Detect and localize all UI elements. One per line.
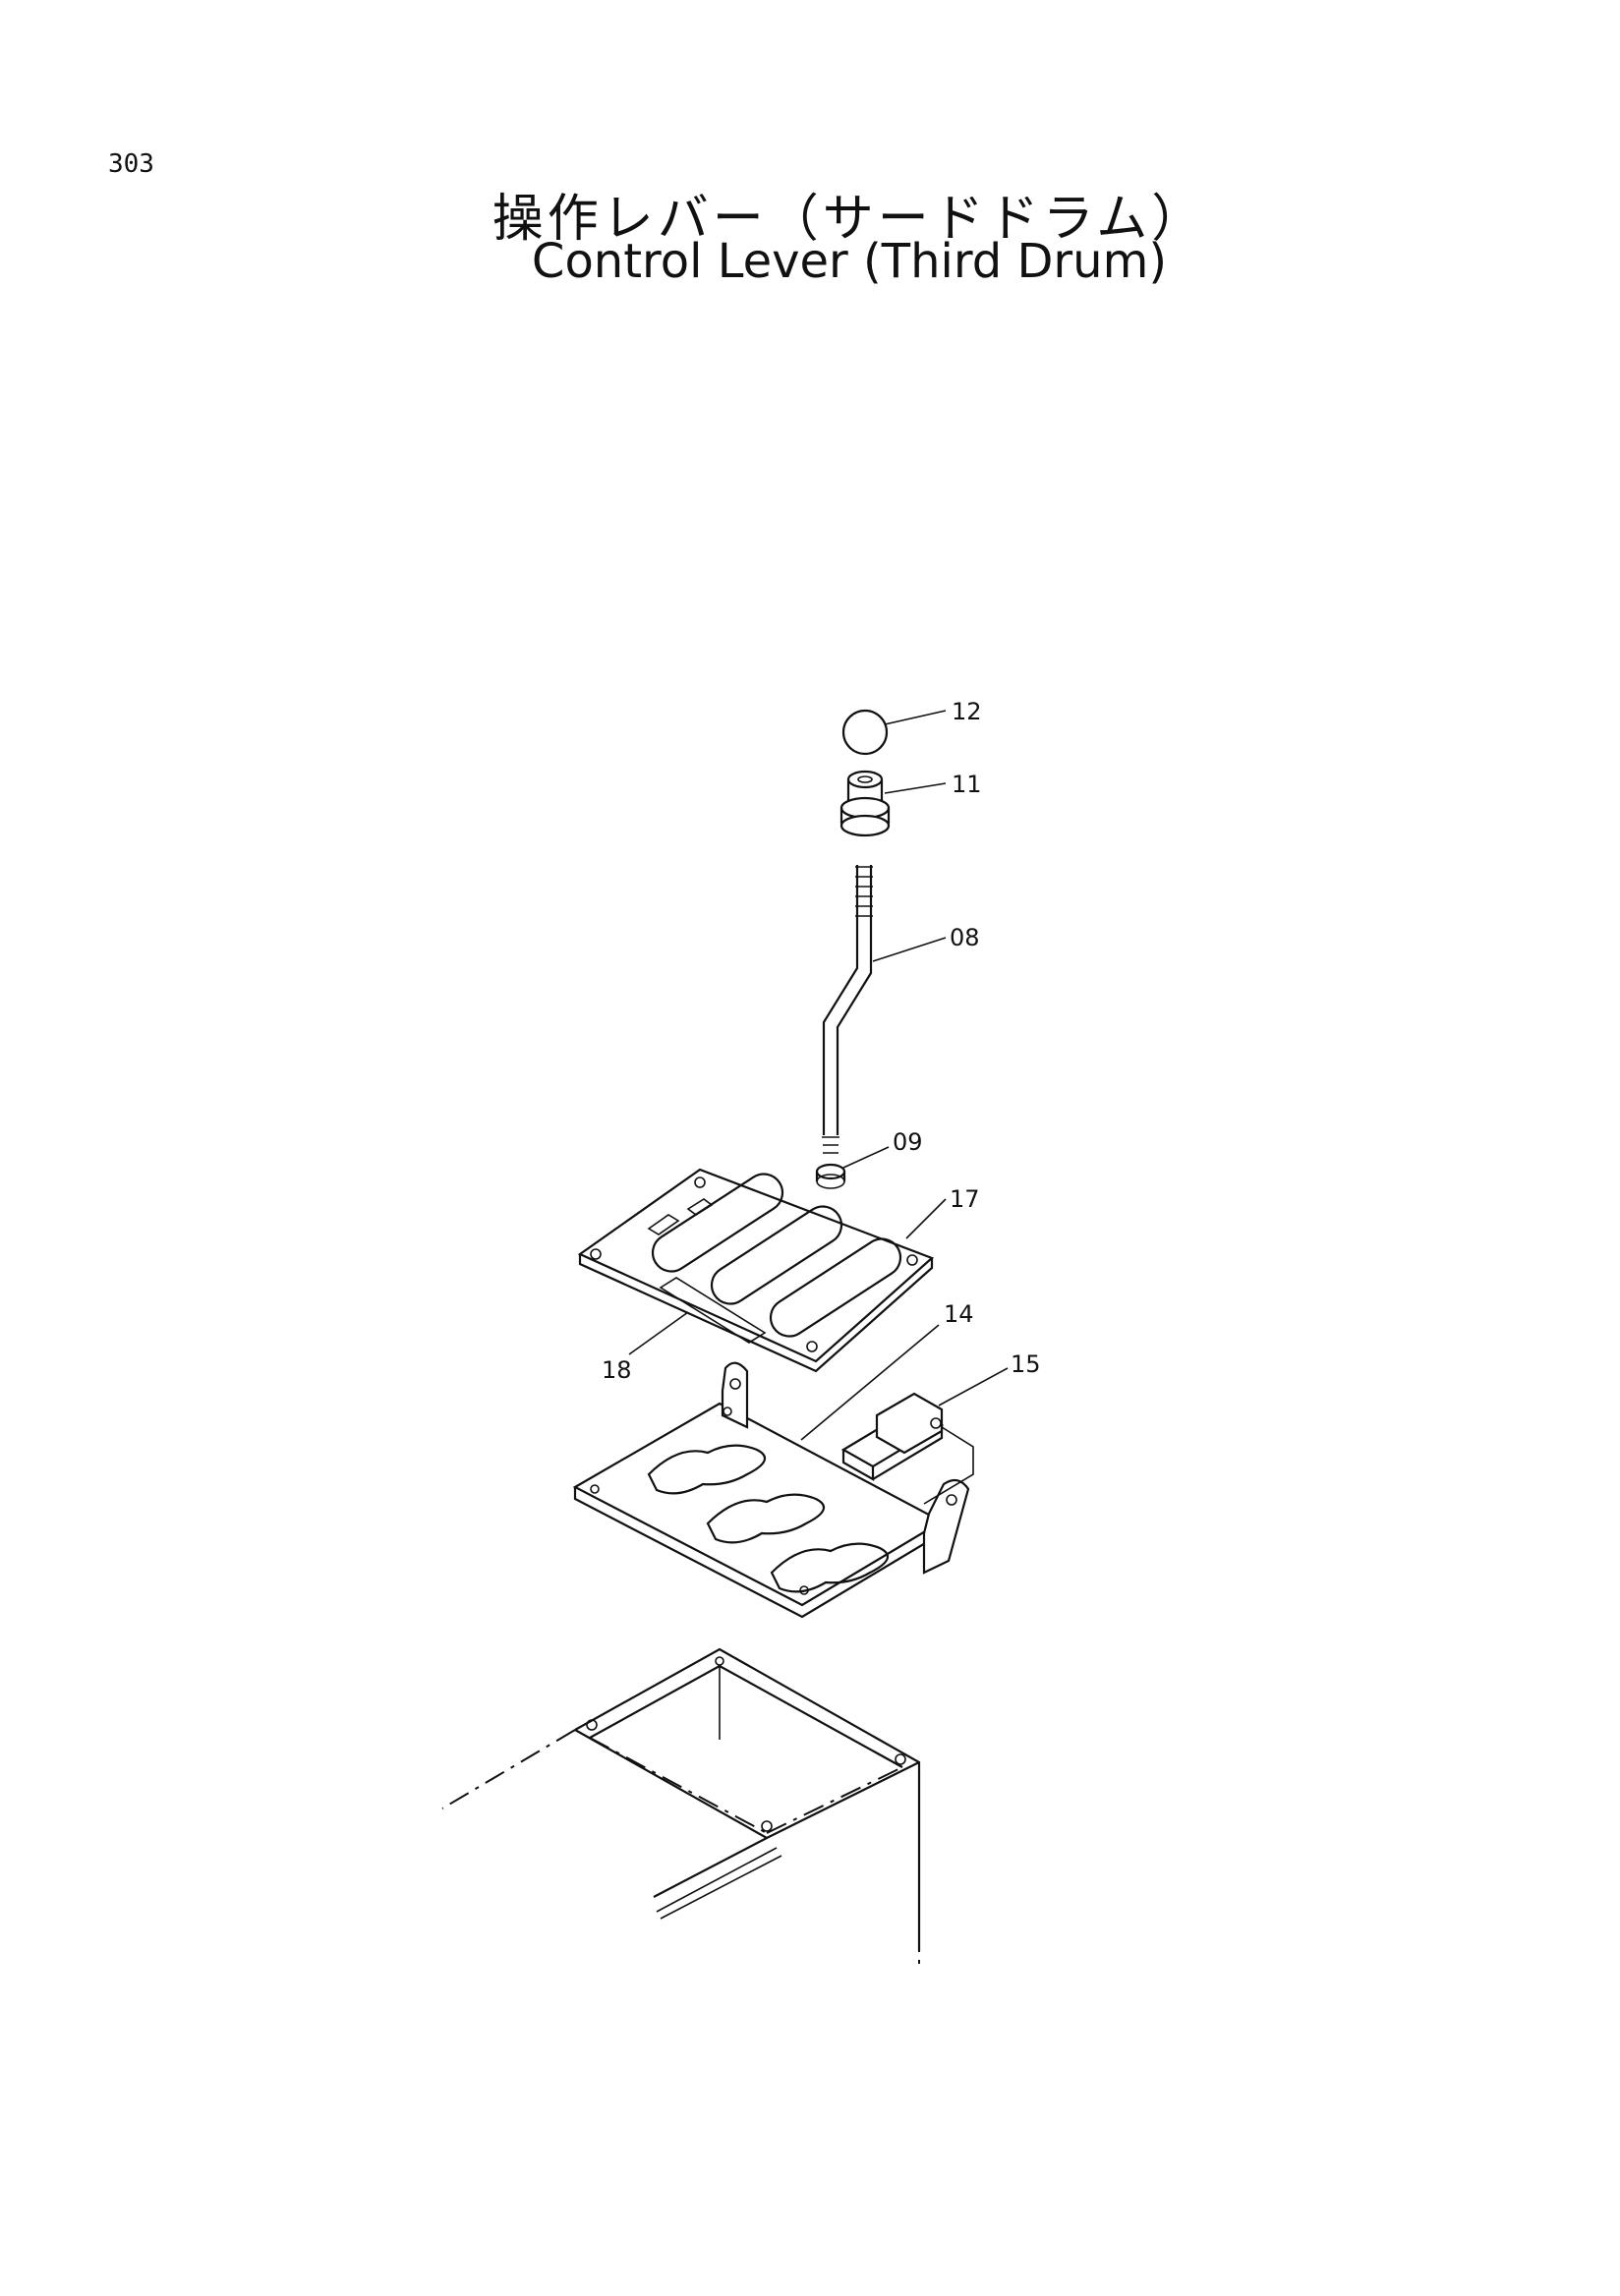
- callout-15: 15: [1011, 1350, 1041, 1378]
- part-14-bracket: [572, 1324, 970, 1619]
- part-08-lever-rod: [822, 865, 947, 1154]
- page-title-english: Control Lever (Third Drum): [531, 234, 1168, 289]
- callout-08: 08: [950, 924, 980, 951]
- console-box: [441, 1647, 921, 1966]
- part-11-adapter: [839, 770, 947, 837]
- page-title-japanese: 操作レバー（サードドラム）: [492, 190, 1207, 249]
- callout-14: 14: [944, 1300, 974, 1328]
- part-09-nut: [815, 1146, 890, 1189]
- callout-18: 18: [602, 1356, 632, 1384]
- part-18-label-plate: [628, 1277, 767, 1355]
- callout-17: 17: [950, 1185, 980, 1213]
- page-number: 303: [108, 149, 154, 179]
- part-12-knob: [841, 709, 947, 756]
- callout-12: 12: [952, 698, 982, 725]
- part-17-guide-plate: [577, 1168, 947, 1373]
- callout-11: 11: [952, 771, 982, 798]
- part-15-block: [840, 1367, 1009, 1505]
- callout-09: 09: [893, 1128, 923, 1156]
